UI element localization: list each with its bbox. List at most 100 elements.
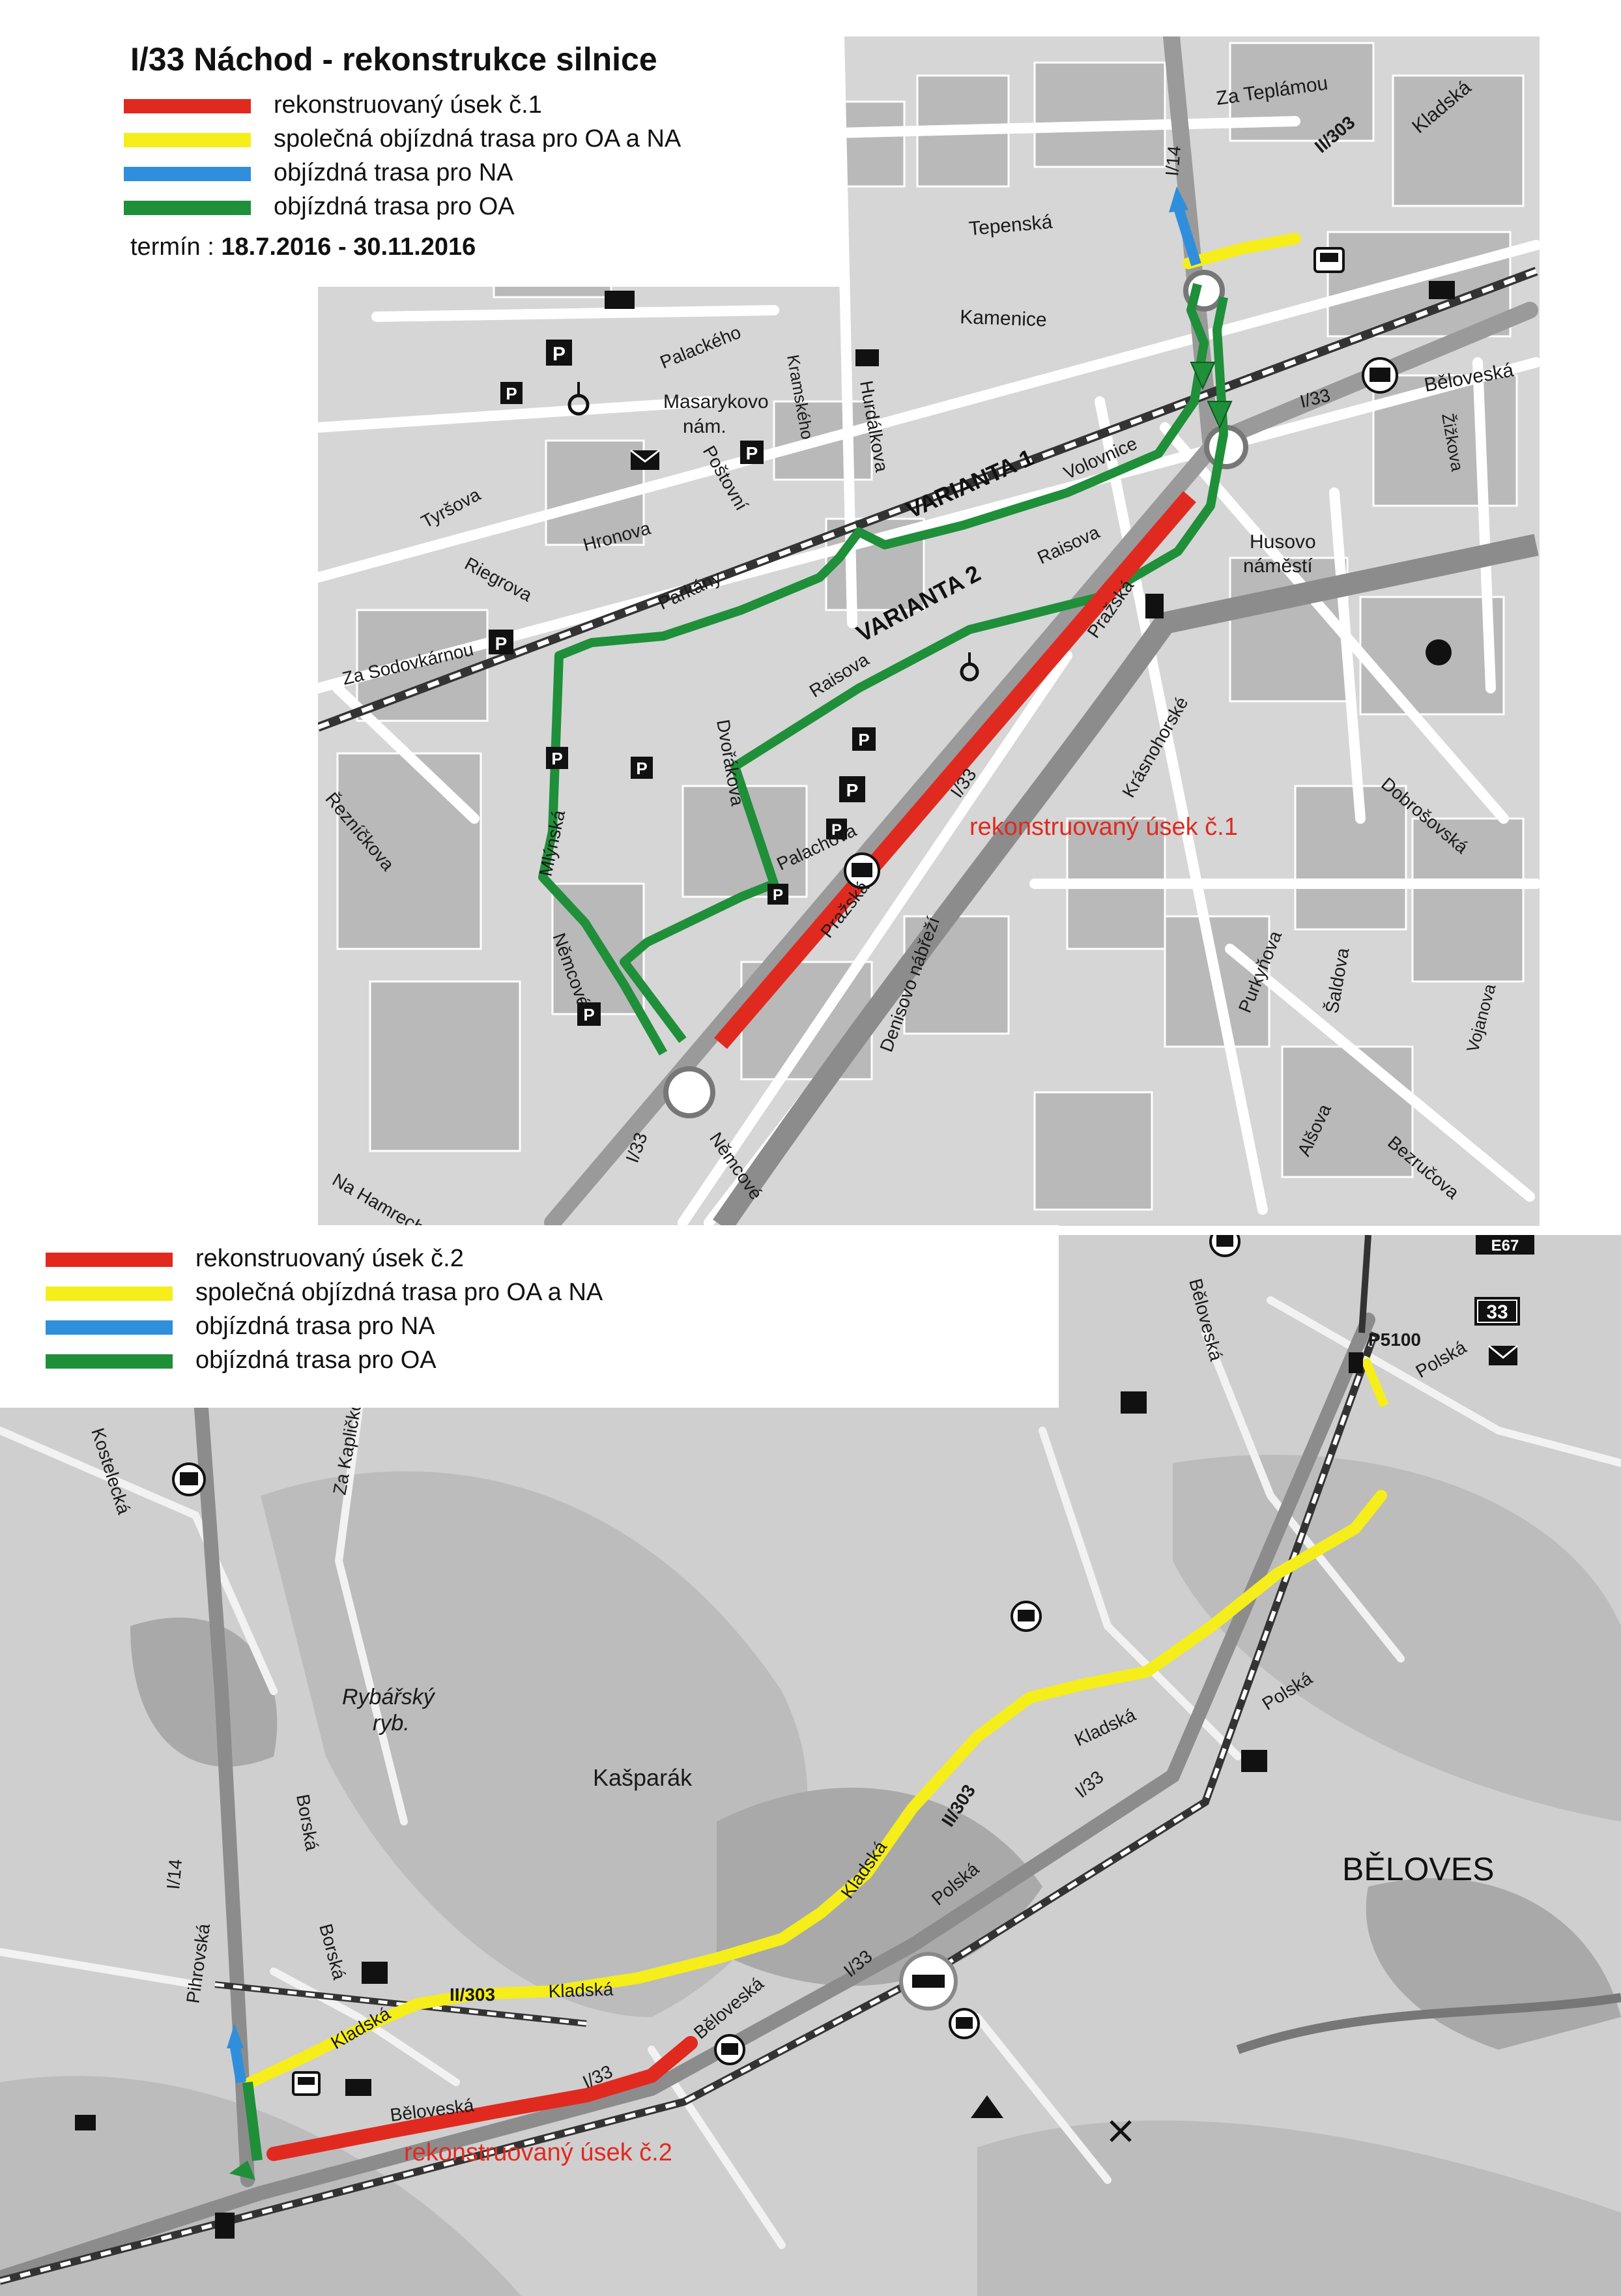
- parking-icon: P: [740, 441, 764, 464]
- car-detour-variant-2: [620, 296, 1228, 1043]
- legend-label: objízdná trasa pro NA: [195, 1313, 435, 1340]
- arrow-down-icon: [1190, 362, 1216, 390]
- church-icon: [567, 382, 590, 416]
- street-label: Vojanova: [1463, 981, 1500, 1054]
- bus-icon: [1313, 247, 1345, 273]
- fuel-icon: [215, 2213, 235, 2239]
- blue-swatch: [124, 167, 251, 181]
- pond-label: Rybářský: [342, 1685, 436, 1709]
- square-label: nám.: [683, 416, 726, 437]
- green-swatch: [46, 1354, 173, 1369]
- bus-icon: [949, 2008, 980, 2039]
- museum-icon: [605, 291, 635, 309]
- bus-icon: [844, 852, 880, 889]
- mail-icon: [630, 449, 660, 470]
- map-section-1: P P P P P P P P P P P Za Teplámou II/303…: [318, 36, 1540, 1226]
- parking-icon: P: [546, 747, 568, 769]
- camp-icon: [971, 2095, 1003, 2118]
- svg-text:P: P: [551, 749, 562, 768]
- bus-icon: [292, 2071, 321, 2096]
- street-label: Parkány: [655, 567, 724, 614]
- fuel-icon: [1349, 1352, 1363, 1373]
- road-number-label: 33: [1486, 1301, 1508, 1323]
- street-label: Mlýnská: [536, 808, 569, 878]
- svg-text:P: P: [495, 633, 508, 654]
- bus-icon: [714, 2034, 745, 2065]
- reconstruction-section-2: [266, 2036, 698, 2161]
- legend-label: společná objízdná trasa pro OA a NA: [274, 125, 681, 153]
- svg-text:P: P: [858, 730, 869, 749]
- yellow-swatch: [46, 1286, 173, 1301]
- viewpoint-icon: [1110, 2120, 1132, 2142]
- legend-label: objízdná trasa pro OA: [195, 1346, 437, 1374]
- blue-swatch: [46, 1320, 173, 1335]
- roundabout-south: [663, 1066, 715, 1118]
- street-label: Na Hamrech: [329, 1169, 428, 1226]
- street-label: Kladská: [548, 1979, 614, 2001]
- map1-railway: [318, 267, 1538, 732]
- river: [713, 534, 1539, 1226]
- parking-icon: P: [631, 757, 653, 779]
- square-label: náměstí: [1243, 555, 1313, 577]
- car-detour-route-2: [242, 2082, 263, 2161]
- bus-icon: [172, 1462, 206, 1496]
- street-label: Raisova: [1034, 521, 1102, 568]
- train-icon: [1429, 281, 1455, 299]
- street-label: Šaldova: [1321, 946, 1353, 1015]
- hospital-icon: [362, 1962, 388, 1984]
- term-line: termín : 18.7.2016 - 30.11.2016: [130, 233, 476, 261]
- truck-detour-route-2: [229, 2042, 246, 2084]
- street-label: Palackého: [657, 322, 744, 373]
- street-label: Tyršova: [418, 484, 483, 532]
- hospital-icon: [1241, 1750, 1267, 1772]
- term-value: 18.7.2016 - 30.11.2016: [221, 233, 476, 261]
- road-shield: 33: [1474, 1297, 1520, 1326]
- arrow-down-icon: [229, 2160, 255, 2180]
- legend-label: společná objízdná trasa pro OA a NA: [195, 1279, 603, 1306]
- arrow-up-icon: [227, 2024, 244, 2048]
- church-icon: [960, 652, 979, 682]
- cinema-icon: [855, 349, 879, 366]
- road-number-label: E67: [1491, 1237, 1519, 1255]
- yellow-swatch: [124, 133, 251, 147]
- legend-bottom: rekonstruovaný úsek č.2 společná objízdn…: [0, 1225, 1059, 1408]
- common-detour-spur: [1360, 1357, 1389, 1408]
- train-icon: [345, 2079, 371, 2096]
- truck-detour-route-1: [1173, 204, 1201, 267]
- street-label: Kamenice: [960, 306, 1047, 331]
- bus-icon: [1209, 1235, 1241, 1257]
- square-label: Husovo: [1250, 531, 1316, 553]
- reconstruction-section-2-label: rekonstruovaný úsek č.2: [404, 2139, 672, 2166]
- car-detour-variant-1: [538, 283, 1209, 1056]
- road-number-label: I/14: [1162, 145, 1184, 177]
- svg-text:P: P: [773, 886, 783, 904]
- legend-label: objízdná trasa pro NA: [274, 159, 513, 186]
- parking-icon: P: [839, 776, 865, 802]
- road-number-label: I/14: [163, 1858, 186, 1890]
- svg-text:P: P: [846, 780, 859, 800]
- legend-label: objízdná trasa pro OA: [274, 193, 515, 220]
- road-number-label: I/33: [1298, 385, 1332, 411]
- parking-icon: P: [852, 727, 876, 751]
- road-number-label: I/33: [1071, 1767, 1108, 1802]
- parking-icon: P: [826, 819, 847, 839]
- beer-icon: [1426, 639, 1452, 665]
- place-label: Kašparák: [593, 1764, 693, 1791]
- reconstruction-section-1: [714, 491, 1196, 1049]
- map-section-2: 33 E67 Kostelecká Za Kapličkou Rybářský …: [0, 1235, 1621, 2296]
- street-label: Riegrova: [461, 553, 536, 605]
- road-number-label: II/303: [450, 1984, 495, 2005]
- bus-icon: [1362, 357, 1398, 394]
- svg-text:P: P: [552, 343, 566, 365]
- river: [1236, 1993, 1621, 2054]
- street-label: Borská: [315, 1922, 350, 1983]
- arrow-up-icon: [1169, 186, 1188, 212]
- pond-label: ryb.: [373, 1711, 410, 1736]
- common-detour-route-1: [1183, 233, 1301, 269]
- svg-text:P: P: [506, 384, 517, 403]
- place-label: P5100: [1368, 1330, 1421, 1350]
- road-shield: E67: [1476, 1235, 1534, 1255]
- common-detour-route-2: [245, 1490, 1387, 2088]
- green-swatch: [124, 201, 251, 215]
- cinema-icon: [75, 2115, 96, 2130]
